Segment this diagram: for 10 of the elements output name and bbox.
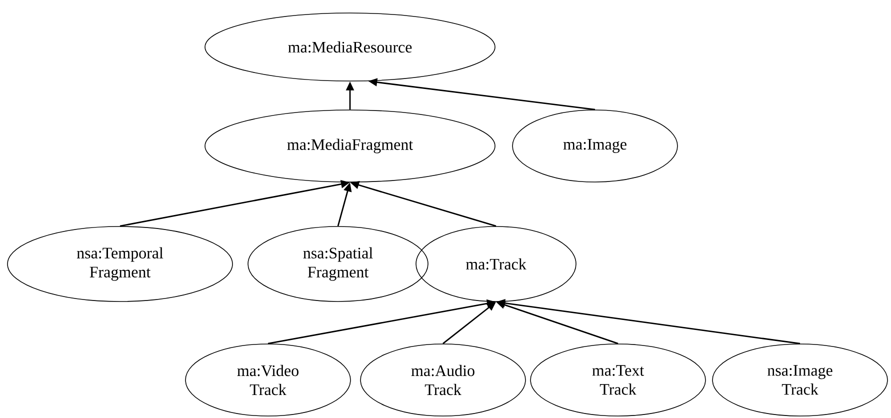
ellipse-node: ma:Audio Track	[360, 344, 526, 416]
ellipse-node: nsa:Temporal Fragment	[7, 226, 233, 302]
ellipse-node: ma:Track	[416, 226, 576, 302]
ellipse-node: ma:MediaFragment	[204, 110, 496, 182]
ellipse-node: ma:Image	[512, 110, 678, 182]
ellipse-node: ma:MediaResource	[204, 12, 496, 82]
ellipse-node: ma:Text Track	[530, 344, 706, 416]
ellipse-node: ma:Video Track	[185, 344, 351, 416]
ellipse-node: nsa:Image Track	[712, 344, 888, 416]
ellipse-node: nsa:Spatial Fragment	[248, 226, 428, 302]
